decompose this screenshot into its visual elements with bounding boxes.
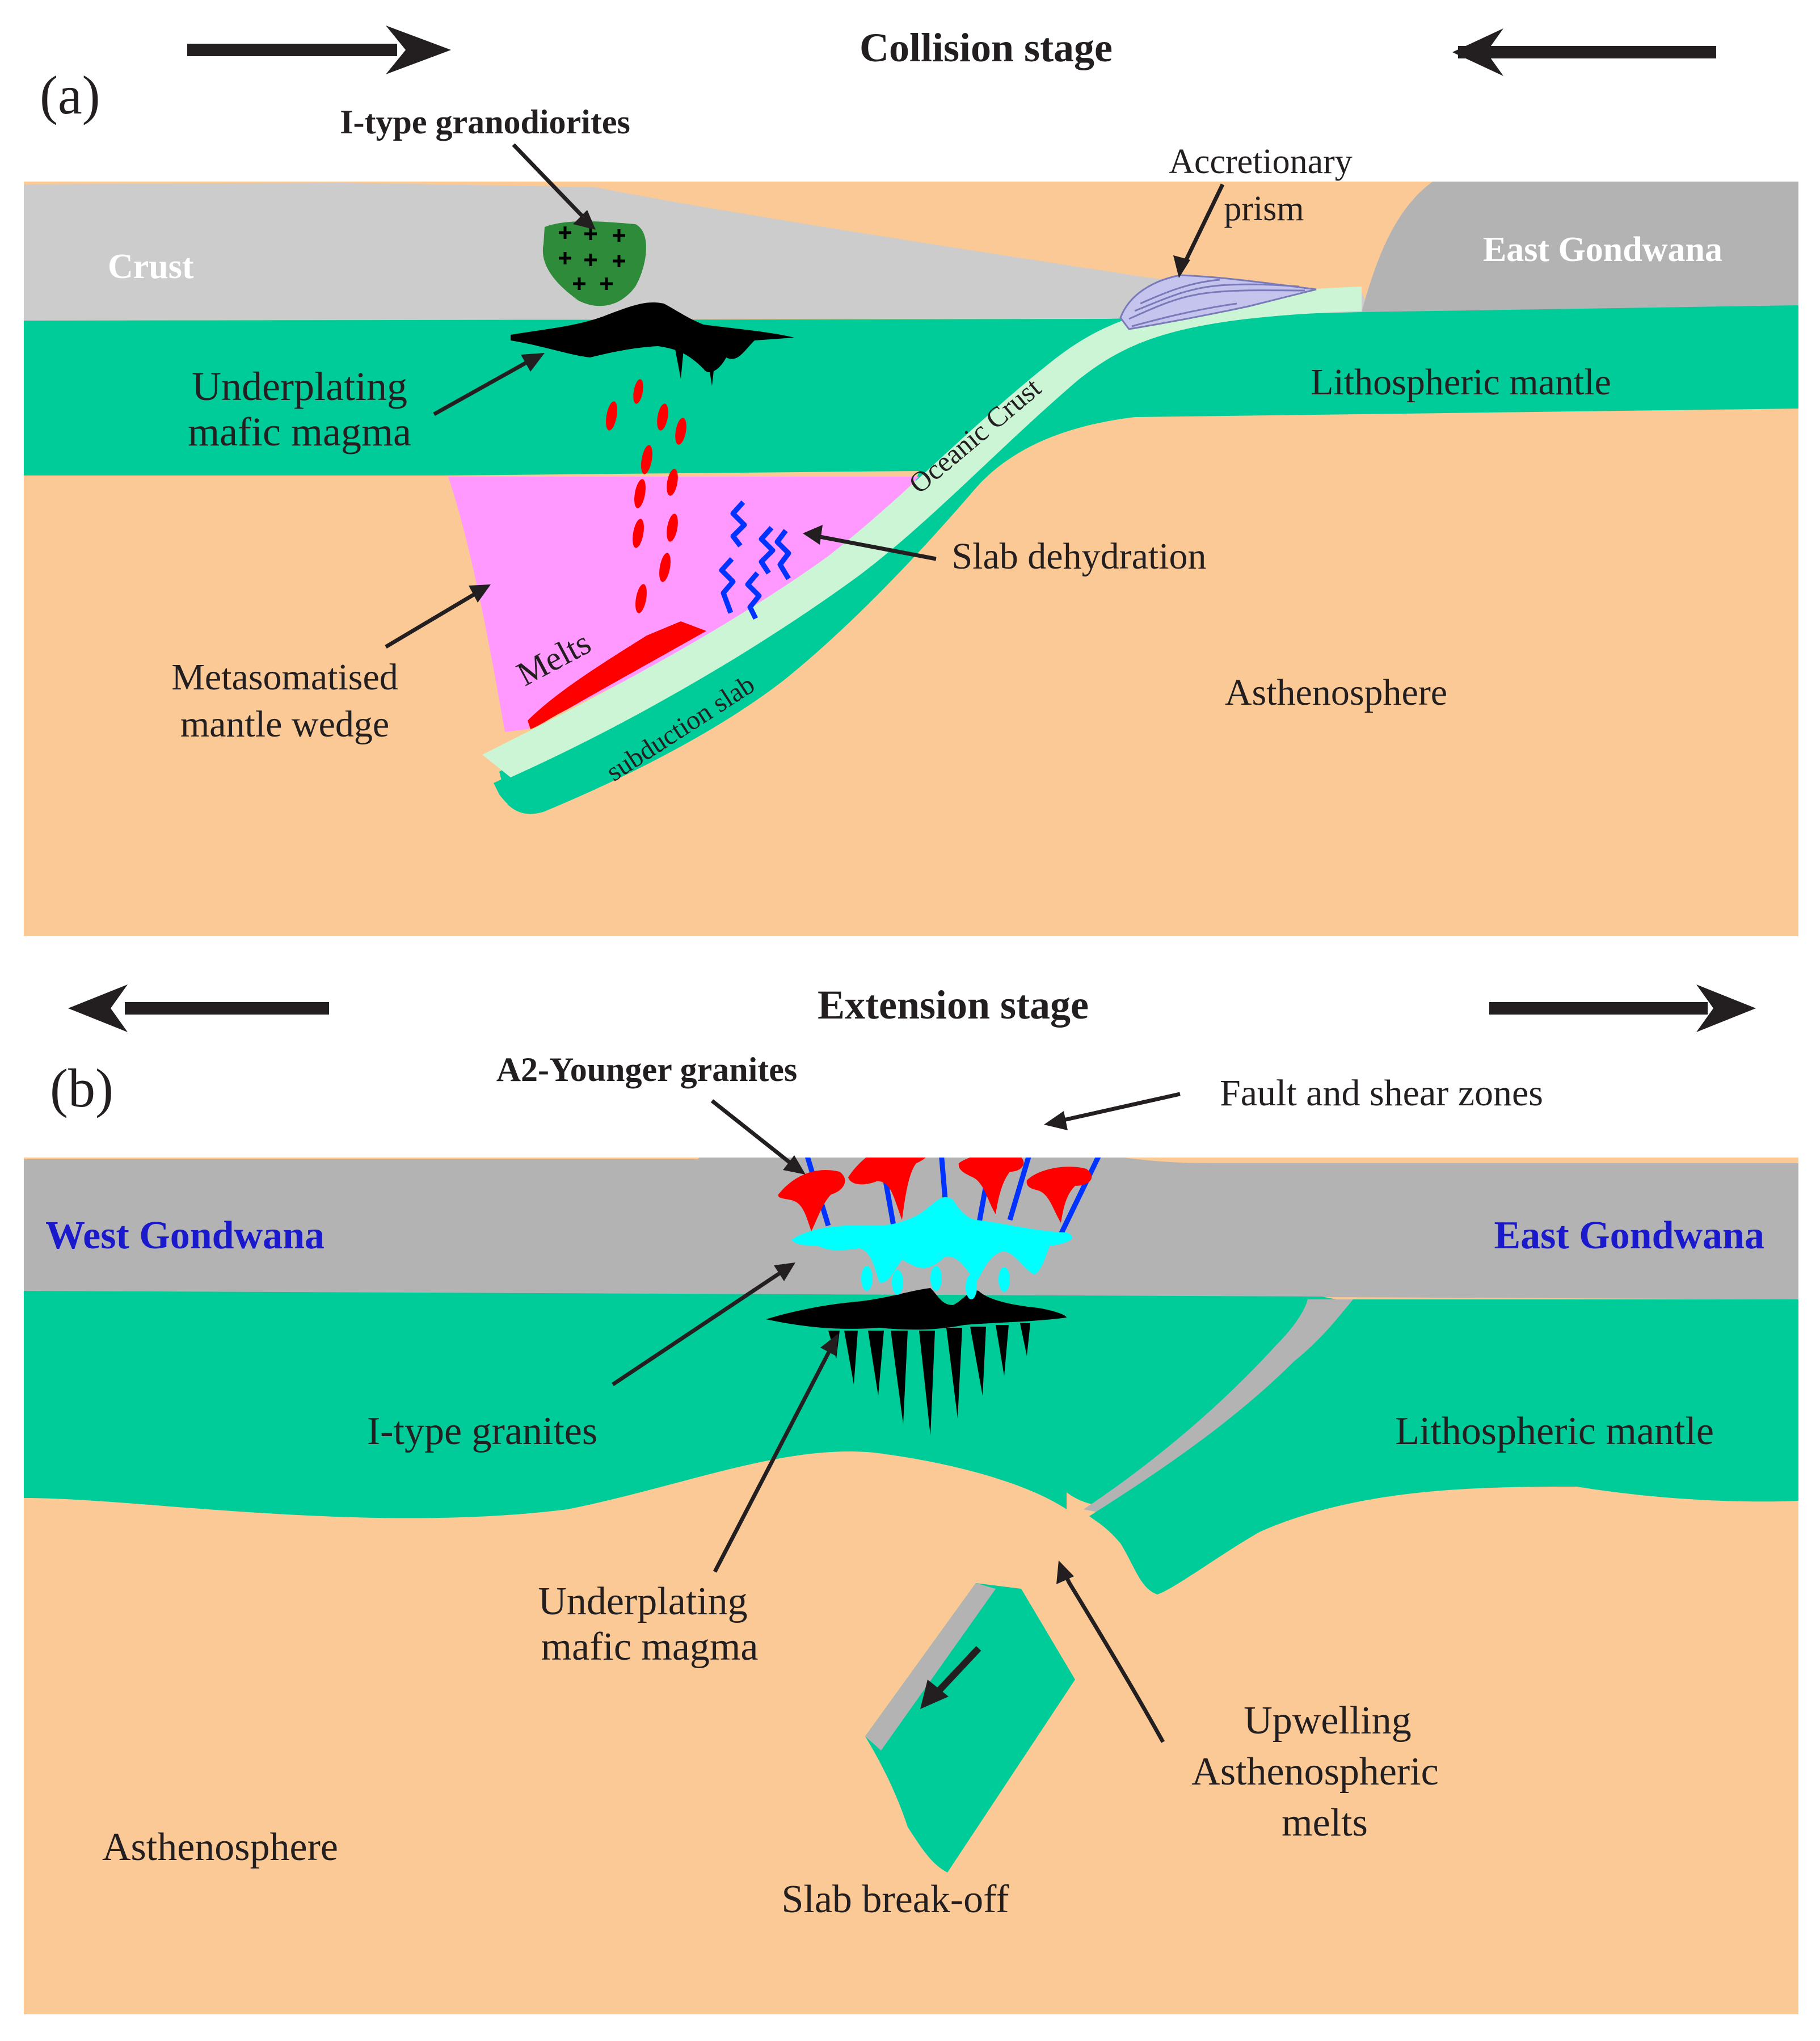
mafic-drip-a (675, 349, 684, 379)
a2-granite-plutons (778, 1158, 1092, 1231)
label-a2-younger-granites: A2-Younger granites (496, 1051, 798, 1088)
label-west-gondwana: West Gondwana (45, 1214, 325, 1257)
label-slab-break-off: Slab break-off (781, 1878, 1009, 1921)
lithospheric-mantle-b-left (24, 1291, 1350, 1518)
extension-arrow-right (1489, 984, 1756, 1032)
annotation-arrows-a (385, 143, 1225, 649)
east-gondwana-crust-a (1362, 182, 1798, 312)
pluton-cross-marks (559, 226, 625, 290)
slab-fluid-lines (719, 500, 791, 620)
crust-layer-a (24, 183, 1373, 321)
label-upwelling-1: Upwelling (1244, 1699, 1412, 1743)
annotation-arrows-b (612, 1092, 1181, 1743)
mafic-drip-a (706, 351, 716, 386)
panel-label-a: (a) (40, 65, 100, 125)
label-east-gondwana-b: East Gondwana (1494, 1214, 1764, 1257)
label-metasomatised-1: Metasomatised (171, 657, 398, 698)
label-fault-shear-zones: Fault and shear zones (1220, 1072, 1543, 1114)
label-underplating-b-2: mafic magma (541, 1625, 759, 1669)
stage-title-b: Extension stage (818, 982, 1089, 1028)
label-underplating-a-1: Underplating (192, 364, 407, 409)
melts-body (528, 621, 706, 729)
label-upwelling-3: melts (1282, 1801, 1368, 1845)
oceanic-crust-band (482, 287, 1362, 777)
lithospheric-mantle-b-right (1089, 1299, 1798, 1594)
label-i-type-granodiorites: I-type granodiorites (340, 103, 630, 141)
label-east-gondwana-a: East Gondwana (1483, 230, 1722, 269)
broken-slab-crust-strip (865, 1583, 996, 1750)
underplating-mafic-magma-b (766, 1288, 1067, 1330)
convergence-arrow-right (1452, 28, 1716, 76)
label-crust: Crust (108, 247, 194, 286)
underplating-mafic-magma-a (511, 302, 794, 373)
broken-off-slab (865, 1583, 1075, 1872)
metasomatised-mantle-wedge (448, 477, 919, 732)
rising-melt-droplets (606, 379, 686, 613)
label-slab-dehydration: Slab dehydration (951, 536, 1206, 577)
crust-layer-b (24, 1158, 1798, 1299)
label-upwelling-2: Asthenospheric (1191, 1750, 1438, 1794)
panel-b: (b) Extension stage A2-Younger granites … (24, 982, 1798, 2014)
label-asthenosphere-b: Asthenosphere (102, 1825, 338, 1869)
i-type-granodiorite-pluton (542, 221, 646, 306)
label-asthenosphere-a: Asthenosphere (1225, 672, 1447, 713)
panel-label-b: (b) (50, 1058, 113, 1118)
extension-arrow-left (68, 984, 329, 1032)
cyan-pendants (861, 1266, 1010, 1299)
i-type-granites-body (791, 1197, 1072, 1283)
label-underplating-a-2: mafic magma (188, 409, 411, 455)
label-lithospheric-mantle-a: Lithospheric mantle (1311, 361, 1611, 403)
label-accretionary-1: Accretionary (1169, 142, 1353, 181)
panel-a: (a) Collision stage Crust East Gondwana … (24, 25, 1798, 936)
label-metasomatised-2: mantle wedge (180, 704, 389, 745)
stage-title-a: Collision stage (860, 25, 1113, 70)
label-lithospheric-mantle-b: Lithospheric mantle (1395, 1409, 1714, 1453)
subducting-slab-a (499, 397, 1135, 814)
prism-layer-lines (1128, 279, 1305, 327)
label-i-type-granites: I-type granites (367, 1409, 597, 1453)
accretionary-prism (1119, 274, 1317, 330)
label-accretionary-2: prism (1224, 190, 1304, 228)
label-underplating-b-1: Underplating (538, 1580, 747, 1623)
delaminated-crust-strip (1084, 1299, 1353, 1515)
slab-sinking-arrow (920, 1646, 981, 1709)
mafic-drips-b (828, 1323, 1030, 1436)
convergence-arrow-left (187, 26, 451, 74)
